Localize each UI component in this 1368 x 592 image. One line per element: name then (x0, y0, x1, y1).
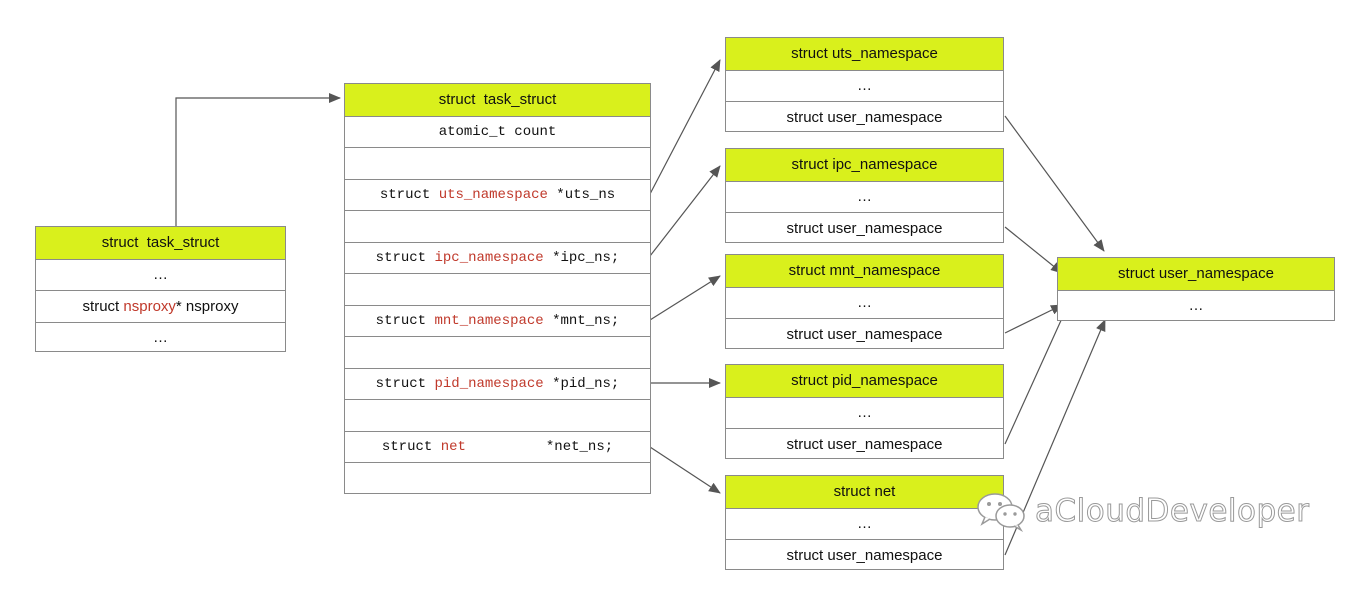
left-task-struct-dots-1: … (36, 258, 285, 291)
mid-ipc-row: struct ipc_namespace *ipc_ns; (345, 241, 650, 274)
pid-namespace-box: struct pid_namespace … struct user_names… (725, 364, 1004, 459)
net-namespace-box: struct net … struct user_namespace (725, 475, 1004, 570)
pid-namespace-dots: … (726, 396, 1003, 429)
uts-namespace-header: struct uts_namespace (726, 38, 1003, 70)
mnt-namespace-box: struct mnt_namespace … struct user_names… (725, 254, 1004, 349)
ipc-type: ipc_namespace (434, 249, 544, 266)
nsproxy-pre: struct (82, 297, 124, 315)
nsproxy-type: nsproxy (123, 297, 176, 315)
mnt-namespace-dots: … (726, 286, 1003, 319)
net-namespace-user: struct user_namespace (726, 539, 1003, 571)
arrow-nsproxy-to-task (175, 93, 341, 226)
mid-empty-row (345, 273, 650, 305)
user-namespace-header: struct user_namespace (1058, 258, 1334, 290)
arrow-net (649, 446, 721, 494)
net-namespace-dots: … (726, 507, 1003, 540)
mid-empty-row (345, 399, 650, 431)
arrow-pid-user (1004, 304, 1069, 445)
mid-pid-row: struct pid_namespace *pid_ns; (345, 367, 650, 400)
left-task-struct-box: struct task_struct … struct nsproxy* nsp… (35, 226, 286, 352)
mid-empty-row (345, 147, 650, 179)
uts-type: uts_namespace (438, 186, 548, 203)
arrow-uts (649, 59, 721, 195)
left-task-struct-nsproxy-row: struct nsproxy* nsproxy (36, 290, 285, 322)
nsproxy-post: * nsproxy (175, 297, 239, 315)
mid-task-struct-box: struct task_struct atomic_t count struct… (344, 83, 651, 494)
mid-empty-row (345, 462, 650, 494)
arrow-ipc (649, 165, 721, 257)
uts-namespace-user: struct user_namespace (726, 101, 1003, 133)
arrow-mnt (649, 275, 721, 321)
mid-empty-row (345, 210, 650, 242)
ipc-namespace-dots: … (726, 180, 1003, 213)
uts-post: *uts_ns (547, 186, 616, 203)
pid-pre: struct (375, 375, 435, 392)
net-post: *net_ns; (545, 438, 614, 455)
ipc-pre: struct (375, 249, 435, 266)
watermark: aCloudDeveloper (975, 488, 1309, 534)
mid-task-struct-header: struct task_struct (345, 84, 650, 116)
net-pre: struct (381, 438, 441, 455)
user-namespace-box: struct user_namespace … (1057, 257, 1335, 321)
mnt-pre: struct (375, 312, 435, 329)
left-task-struct-header: struct task_struct (36, 227, 285, 259)
arrow-uts-user (1004, 115, 1105, 252)
net-type: net (440, 438, 466, 455)
left-task-struct-dots-2: … (36, 321, 285, 354)
ipc-namespace-box: struct ipc_namespace … struct user_names… (725, 148, 1004, 243)
uts-pre: struct (379, 186, 439, 203)
user-namespace-dots: … (1058, 289, 1334, 322)
net-namespace-header: struct net (726, 476, 1003, 508)
pid-namespace-header: struct pid_namespace (726, 365, 1003, 397)
mid-count-row: atomic_t count (345, 115, 650, 148)
uts-namespace-dots: … (726, 69, 1003, 102)
ipc-post: *ipc_ns; (543, 249, 620, 266)
mid-mnt-row: struct mnt_namespace *mnt_ns; (345, 304, 650, 337)
ipc-namespace-header: struct ipc_namespace (726, 149, 1003, 181)
mid-net-row: struct net *net_ns; (345, 430, 650, 463)
mnt-type: mnt_namespace (434, 312, 544, 329)
pid-type: pid_namespace (434, 375, 544, 392)
arrow-ipc-user (1004, 226, 1063, 274)
pid-namespace-user: struct user_namespace (726, 428, 1003, 460)
arrow-mnt-user (1004, 304, 1063, 334)
mid-uts-row: struct uts_namespace *uts_ns (345, 178, 650, 211)
watermark-text: aCloudDeveloper (1034, 493, 1310, 530)
mnt-namespace-user: struct user_namespace (726, 318, 1003, 350)
ipc-namespace-user: struct user_namespace (726, 212, 1003, 244)
uts-namespace-box: struct uts_namespace … struct user_names… (725, 37, 1004, 132)
wechat-icon (977, 493, 1025, 532)
mnt-post: *mnt_ns; (543, 312, 620, 329)
mid-empty-row (345, 336, 650, 368)
mnt-namespace-header: struct mnt_namespace (726, 255, 1003, 287)
pid-post: *pid_ns; (543, 375, 620, 392)
